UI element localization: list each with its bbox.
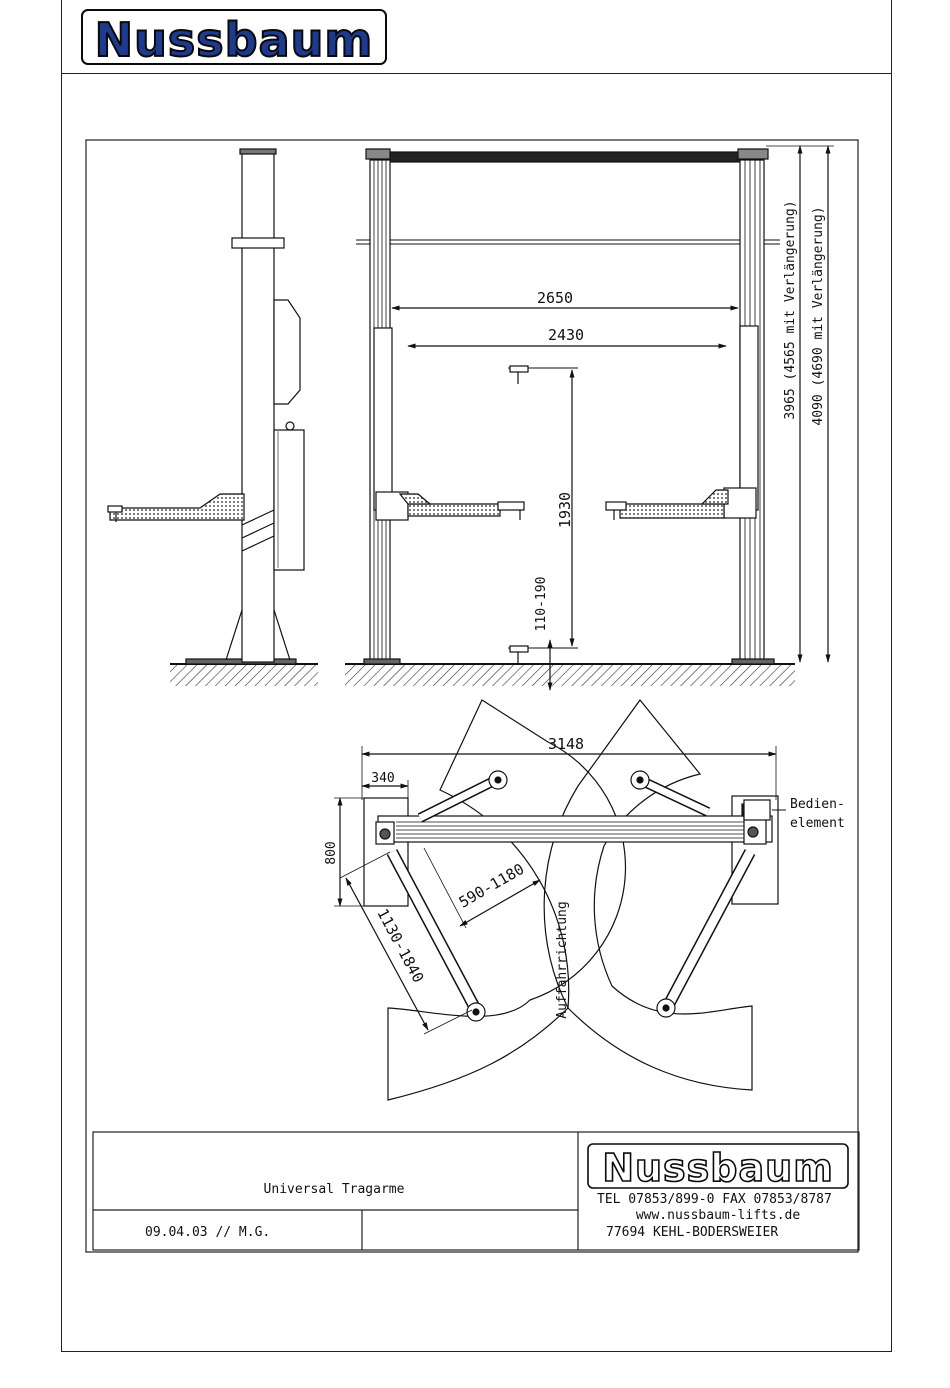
front-view (345, 146, 834, 690)
side-column (242, 150, 274, 662)
dim-4090: 4090 (4690 mit Verlängerung) (811, 206, 826, 425)
label-control-element-line2: element (790, 816, 845, 831)
dim-340: 340 (371, 771, 394, 786)
dim-590-1180: 590-1180 (456, 860, 528, 912)
company-website: www.nussbaum-lifts.de (636, 1208, 801, 1223)
base-plate-left (364, 798, 408, 906)
company-phone-fax: TEL 07853/899-0 FAX 07853/8787 (597, 1192, 832, 1207)
dim-2650: 2650 (537, 289, 573, 307)
top-view (334, 700, 786, 1100)
front-arm-left (408, 504, 500, 516)
company-address: 77694 KEHL-BODERSWEIER (606, 1225, 778, 1240)
front-column-right (732, 160, 774, 664)
dim-3148: 3148 (548, 735, 584, 753)
side-view (108, 149, 318, 686)
front-column-left (364, 160, 400, 664)
title-block-logo-text: Nussbaum (602, 1146, 834, 1190)
label-drive-direction: Auffahrrichtung (555, 901, 570, 1018)
front-arm-right (620, 504, 724, 518)
dim-2430: 2430 (548, 326, 584, 344)
dim-800: 800 (324, 841, 339, 864)
dim-3965: 3965 (4565 mit Verlängerung) (783, 200, 798, 419)
header-logo: Nussbaum (82, 10, 386, 67)
ground-hatch-front (345, 664, 795, 686)
side-lift-arm (110, 494, 244, 520)
dim-1130-1840: 1130-1840 (373, 906, 427, 986)
label-control-element-line1: Bedien- (790, 797, 845, 812)
date-author: 09.04.03 // M.G. (145, 1225, 270, 1240)
header-logo-text: Nussbaum (95, 13, 374, 67)
dim-110-190: 110-190 (534, 577, 549, 632)
dim-1930: 1930 (556, 492, 574, 528)
ground-hatch-left (170, 664, 318, 686)
top-crossbeam (388, 152, 740, 162)
drawing-title: Universal Tragarme (264, 1182, 405, 1197)
